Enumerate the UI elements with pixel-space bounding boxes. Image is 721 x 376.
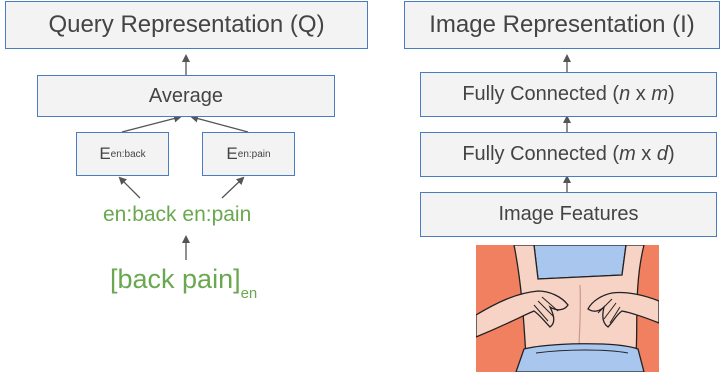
fc1-label: Fully Connected (n x m) — [462, 83, 675, 105]
embedding-back-sub: en:back — [110, 148, 146, 160]
fully-connected-nm-box: Fully Connected (n x m) — [420, 72, 717, 117]
image-representation-box: Image Representation (I) — [404, 1, 720, 49]
back-pain-illustration-icon — [476, 245, 659, 372]
arrow-token-to-eback — [118, 176, 141, 199]
query-representation-label: Query Representation (Q) — [48, 11, 325, 38]
query-main: [back pain] — [110, 264, 241, 294]
arrow-eback-to-average — [121, 114, 182, 133]
tokens-label: en:back en:pain — [103, 203, 252, 226]
query-text: [back pain]en — [110, 264, 257, 302]
tokens-text: en:back en:pain — [103, 203, 251, 227]
average-label: Average — [148, 84, 224, 107]
image-features-label: Image Features — [498, 203, 639, 225]
embedding-back-main: E — [99, 144, 111, 163]
embedding-pain-sub: en:pain — [237, 148, 271, 160]
image-features-box: Image Features — [420, 192, 717, 237]
arrow-epain-to-average — [190, 114, 249, 133]
average-box: Average — [37, 75, 335, 117]
fully-connected-md-box: Fully Connected (m x d) — [420, 132, 717, 177]
query-representation-box: Query Representation (Q) — [5, 1, 368, 49]
fc2-label: Fully Connected (m x d) — [462, 143, 675, 165]
image-representation-label: Image Representation (I) — [429, 11, 695, 38]
query-sub: en — [240, 285, 258, 302]
embedding-pain-main: E — [226, 144, 238, 163]
arrow-token-to-epain — [221, 176, 245, 199]
